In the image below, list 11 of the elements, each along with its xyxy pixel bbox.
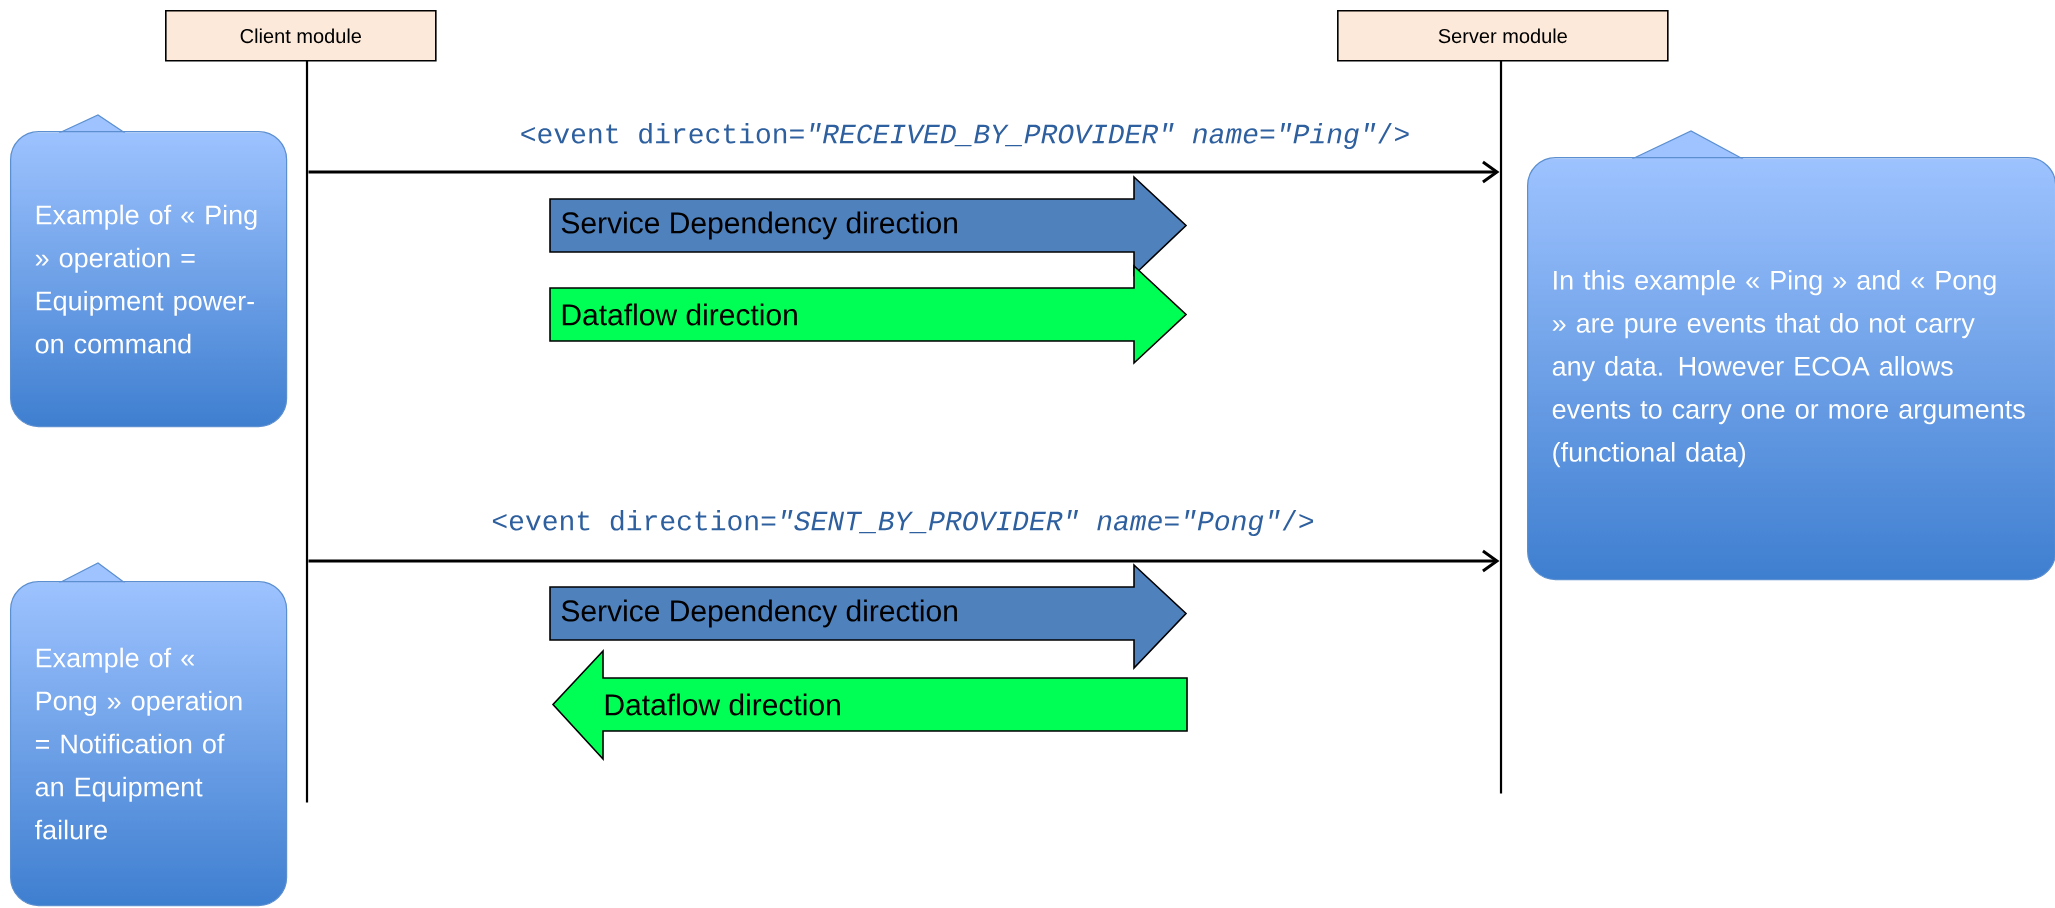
- lifeline: [1499, 60, 1503, 794]
- callout: In this example « Ping » and « Pong » are pure events that do not carry any data. However ECOA allows events to carry one or more arguments (functional data): [1527, 130, 2055, 581]
- edge-label: <event direction="SENT_BY_PROVIDER" name="Pong"/>: [489, 507, 1317, 539]
- callout: Example of « Ping » operation = Equipment power-on command: [10, 114, 288, 428]
- module-box: Client module: [165, 10, 437, 62]
- message-arrow: [308, 549, 1500, 573]
- callout: Example of « Pong » operation = Notification of an Equipment failure: [10, 562, 288, 907]
- message-arrow: [308, 160, 1500, 184]
- edge-label: <event direction="RECEIVED_BY_PROVIDER" name="Ping"/>: [517, 120, 1413, 152]
- lifeline: [305, 60, 309, 803]
- module-box: Server module: [1337, 10, 1669, 62]
